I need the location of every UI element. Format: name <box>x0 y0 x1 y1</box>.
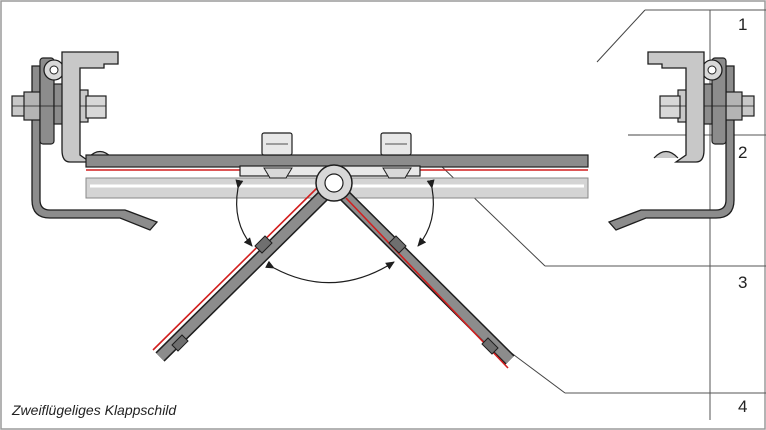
hinge-pin-hole <box>324 173 344 193</box>
left-hinge-hole <box>49 65 59 75</box>
callout-number-2: 2 <box>738 143 747 162</box>
left-frame-profile <box>31 65 159 231</box>
callout-number-1: 1 <box>738 15 747 34</box>
callout-number-3: 3 <box>738 273 747 292</box>
right-wing-panel <box>333 184 514 364</box>
diagram-caption: Zweiflügeliges Klappschild <box>11 402 177 418</box>
leader-lines <box>437 9 646 394</box>
left-bracket-assembly <box>11 51 159 231</box>
right-bracket-assembly <box>607 51 755 231</box>
right-c-clamp <box>647 51 705 163</box>
left-wing-stop <box>254 235 273 254</box>
right-wing-stop <box>388 235 407 254</box>
right-sign-wing <box>332 183 515 369</box>
right-swing-arrow <box>417 179 435 247</box>
right-top-bolt-head <box>382 167 412 179</box>
right-wing-end-cap <box>481 337 499 355</box>
right-frame-profile <box>607 65 735 231</box>
left-wing-panel <box>156 184 335 361</box>
opening-angle-arrow <box>265 260 395 284</box>
central-hinge <box>315 164 353 202</box>
leader-line-4 <box>509 351 566 394</box>
right-inner-nut <box>659 95 681 119</box>
left-inner-nut <box>85 95 107 119</box>
left-top-bolt <box>261 132 293 179</box>
left-swing-arrow <box>235 179 253 247</box>
leader-line-1 <box>596 9 646 63</box>
right-clamp-lip <box>653 150 679 159</box>
right-top-bolt <box>380 132 412 179</box>
left-top-bolt-head <box>263 167 293 179</box>
callout-number-4: 4 <box>738 397 747 416</box>
left-wing-reflective-face <box>152 186 319 351</box>
left-sign-wing <box>152 183 336 362</box>
right-hinge-hole <box>707 65 717 75</box>
left-c-clamp <box>61 51 119 163</box>
left-wing-end-cap <box>171 334 189 352</box>
right-wing-reflective-face <box>345 197 509 369</box>
rotation-arrows <box>235 179 435 284</box>
